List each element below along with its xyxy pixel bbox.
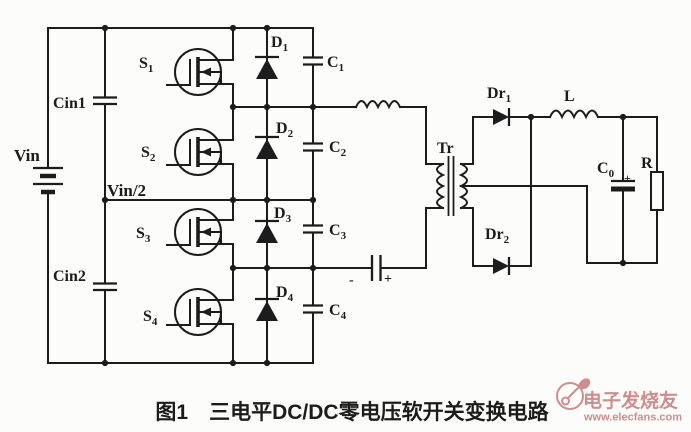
mosfet-s1 — [166, 48, 234, 96]
secondary-top-lead — [460, 116, 494, 165]
rail4-to-primary — [232, 207, 444, 269]
output-top-rail — [530, 116, 658, 173]
mosfet-s4 — [166, 288, 234, 336]
label-vin-half: Vin/2 — [107, 181, 146, 200]
label-c2: C2 — [329, 139, 347, 159]
capacitor-c3 — [303, 224, 323, 234]
figure-caption: 图1 三电平DC/DC零电压软开关变换电路 — [155, 400, 549, 424]
blocking-capacitor — [370, 255, 382, 281]
capacitor-co — [611, 179, 635, 192]
label-s3: S3 — [136, 225, 151, 245]
elecfans-logo-icon — [556, 378, 591, 410]
label-cin1: Cin1 — [53, 95, 86, 112]
label-s2: S2 — [141, 144, 156, 164]
label-c4: C4 — [329, 302, 347, 322]
mosfet-s3 — [166, 208, 234, 256]
label-c3: C3 — [329, 222, 347, 242]
diode-dr2 — [493, 257, 511, 275]
diode-dr1 — [493, 108, 511, 126]
watermark-brand: 电子发烧友 — [583, 389, 678, 412]
label-r: R — [641, 155, 653, 172]
transformer-tr — [436, 156, 468, 216]
label-l: L — [564, 88, 575, 105]
transformer-core — [447, 156, 455, 216]
label-co-plus: + — [624, 171, 631, 185]
label-dr2: Dr2 — [485, 226, 510, 246]
battery-vin — [33, 166, 63, 195]
diode-d4 — [255, 297, 279, 321]
mosfet-s2 — [166, 128, 234, 176]
label-s4: S4 — [143, 308, 158, 328]
label-vin: Vin — [14, 146, 40, 165]
capacitor-cin2 — [93, 282, 117, 292]
inductor-l — [548, 109, 600, 120]
primary-winding — [436, 162, 446, 210]
resistor-r — [650, 171, 664, 211]
capacitor-cin1 — [93, 96, 117, 106]
rectifier-cathode-bus — [508, 116, 532, 267]
junction-dots — [101, 24, 627, 367]
label-tr: Tr — [437, 140, 454, 157]
watermark-site: www.elecfans.com — [583, 412, 682, 424]
diode-d2 — [255, 135, 279, 159]
label-cin2: Cin2 — [53, 268, 86, 285]
capacitor-c2 — [303, 142, 323, 152]
label-blocking-cap-minus: - — [349, 273, 354, 288]
label-d1: D1 — [271, 34, 288, 54]
label-d3: D3 — [274, 205, 292, 225]
capacitor-c1 — [303, 56, 323, 66]
label-d2: D2 — [276, 120, 294, 140]
label-s1: S1 — [139, 55, 153, 75]
secondary-winding — [458, 162, 468, 210]
capacitor-c4 — [303, 304, 323, 314]
diode-d3 — [255, 219, 279, 243]
label-d4: D4 — [276, 284, 294, 304]
label-dr1: Dr1 — [487, 85, 511, 105]
label-co: C0 — [597, 160, 615, 180]
wire-network — [47, 27, 658, 364]
watermark: 电子发烧友 www.elecfans.com — [556, 378, 682, 424]
diode-d1 — [255, 55, 279, 79]
rail2-to-primary — [232, 106, 444, 165]
resonant-inductor — [354, 100, 402, 110]
label-c1: C1 — [327, 54, 344, 74]
label-blocking-cap-plus: + — [384, 272, 392, 287]
